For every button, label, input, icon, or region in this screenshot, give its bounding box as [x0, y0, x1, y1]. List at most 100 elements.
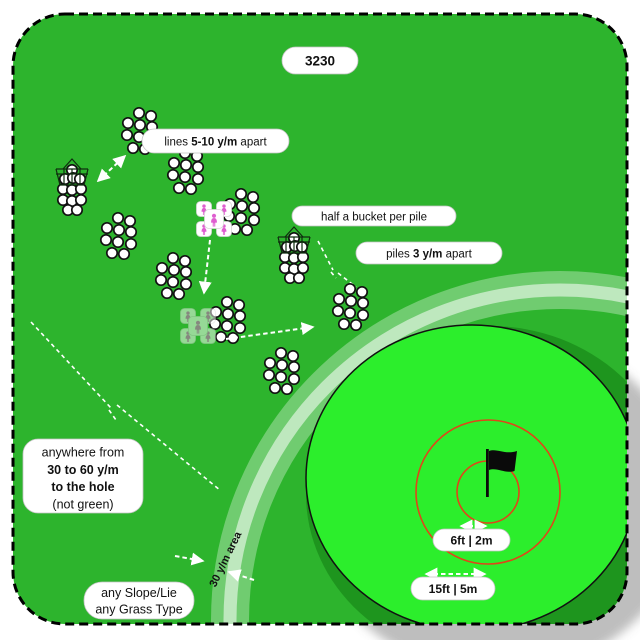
golf-ball-icon: [344, 294, 358, 308]
golf-ball-icon: [262, 368, 276, 382]
line-spacing-arrow: [96, 154, 127, 183]
golf-ball-icon: [112, 223, 126, 237]
golf-ball-icon: [191, 160, 205, 174]
golf-ball-icon: [160, 286, 174, 300]
golf-ball-icon: [355, 285, 369, 299]
golf-ball-icon: [74, 193, 88, 207]
golf-ball-icon: [167, 156, 181, 170]
golf-ball-icon: [172, 181, 186, 195]
golf-ball-icon: [179, 277, 193, 291]
golf-ball-icon: [155, 261, 169, 275]
golf-ball-icon: [292, 271, 306, 285]
ball-piles-layer: [99, 106, 370, 396]
golf-ball-icon: [233, 309, 247, 323]
golf-ball-icon: [232, 298, 246, 312]
badge-label: 3230: [305, 54, 335, 69]
golf-ball-icon: [247, 213, 261, 227]
golf-ball-icon: [263, 356, 277, 370]
band-left-arrow: [174, 552, 205, 566]
golf-ball-icon: [166, 275, 180, 289]
distance-brace-small: [317, 240, 357, 288]
callout-piles-apart: piles 3 y/m apart: [355, 241, 503, 265]
distance-band-stripe: [223, 283, 627, 624]
ball-pile: [262, 346, 301, 396]
anywhere-line3: to the hole: [51, 480, 114, 494]
golf-ball-icon: [120, 128, 134, 142]
ball-bucket-icon: [55, 158, 89, 217]
callout-anywhere: anywhere from 30 to 60 y/m to the hole (…: [22, 438, 144, 514]
people-layer: [180, 201, 232, 344]
anywhere-line4: (not green): [52, 498, 113, 512]
golf-ball-icon: [126, 141, 140, 155]
golf-ball-icon: [124, 237, 138, 251]
golf-ball-icon: [121, 116, 135, 130]
golf-ball-icon: [178, 170, 192, 184]
golf-ball-icon: [349, 318, 363, 332]
golf-ball-icon: [343, 306, 357, 320]
ball-pile: [154, 251, 193, 301]
golf-ball-icon: [111, 235, 125, 249]
golf-ball-icon: [296, 261, 310, 275]
piles-apart-label: piles 3 y/m apart: [386, 249, 472, 261]
golf-ball-icon: [356, 308, 370, 322]
lines-apart-label: lines 5-10 y/m apart: [164, 137, 267, 149]
golf-ball-icon: [133, 118, 147, 132]
golf-ball-icon: [105, 246, 119, 260]
golf-ball-icon: [132, 106, 146, 120]
golf-ball-icon: [166, 168, 180, 182]
ball-pile: [120, 106, 159, 156]
putting-green: [305, 324, 627, 624]
golf-ball-icon: [179, 158, 193, 172]
golf-ball-icon: [220, 319, 234, 333]
callout-half-bucket: half a bucket per pile: [291, 205, 457, 227]
golf-ball-icon: [178, 254, 192, 268]
anywhere-line2: 30 to 60 y/m: [47, 463, 119, 477]
distance-brace-large: [30, 321, 222, 492]
dashed-border: [11, 12, 629, 626]
golf-ball-icon: [100, 221, 114, 235]
golf-ball-icon: [331, 304, 345, 318]
callout-outer-radius: 15ft | 5m: [410, 576, 496, 601]
flag-icon: [486, 449, 517, 497]
golf-ball-icon: [220, 295, 234, 309]
anywhere-line1: anywhere from: [42, 446, 125, 460]
band-right-arrow: [227, 569, 255, 582]
golf-ball-icon: [234, 187, 248, 201]
buckets-layer: [55, 158, 311, 285]
ball-pile: [331, 282, 370, 332]
callout-lines-apart: lines 5-10 y/m apart: [141, 128, 290, 154]
golf-ball-icon: [234, 211, 248, 225]
golf-ball-icon: [124, 225, 138, 239]
any-slope-line2: any Grass Type: [95, 603, 182, 617]
golf-ball-icon: [275, 358, 289, 372]
golf-ball-icon: [356, 296, 370, 310]
golf-ball-icon: [332, 292, 346, 306]
golf-ball-icon: [343, 282, 357, 296]
ball-pile: [99, 211, 138, 261]
half-bucket-label: half a bucket per pile: [321, 212, 427, 224]
golf-ball-icon: [287, 372, 301, 386]
golf-ball-icon: [280, 382, 294, 396]
golf-ball-icon: [240, 223, 254, 237]
golf-ball-icon: [99, 233, 113, 247]
golf-ball-icon: [268, 381, 282, 395]
golf-ball-icon: [337, 317, 351, 331]
callout-any-slope: any Slope/Lie any Grass Type: [83, 581, 195, 620]
golf-ball-icon: [172, 287, 186, 301]
outer-target-circle: [415, 419, 561, 565]
golf-ball-icon: [221, 307, 235, 321]
golf-ball-icon: [214, 330, 228, 344]
golf-ball-icon: [247, 201, 261, 215]
badge-3230: 3230: [281, 46, 359, 75]
golf-ball-icon: [167, 263, 181, 277]
golf-ball-icon: [274, 370, 288, 384]
golf-ball-icon: [117, 247, 131, 261]
any-slope-line1: any Slope/Lie: [101, 586, 177, 600]
golf-ball-icon: [274, 346, 288, 360]
golf-ball-icon: [166, 251, 180, 265]
golfer-cluster: [180, 308, 216, 344]
cluster-to-cluster-arrow: [198, 239, 212, 295]
golf-ball-icon: [144, 109, 158, 123]
